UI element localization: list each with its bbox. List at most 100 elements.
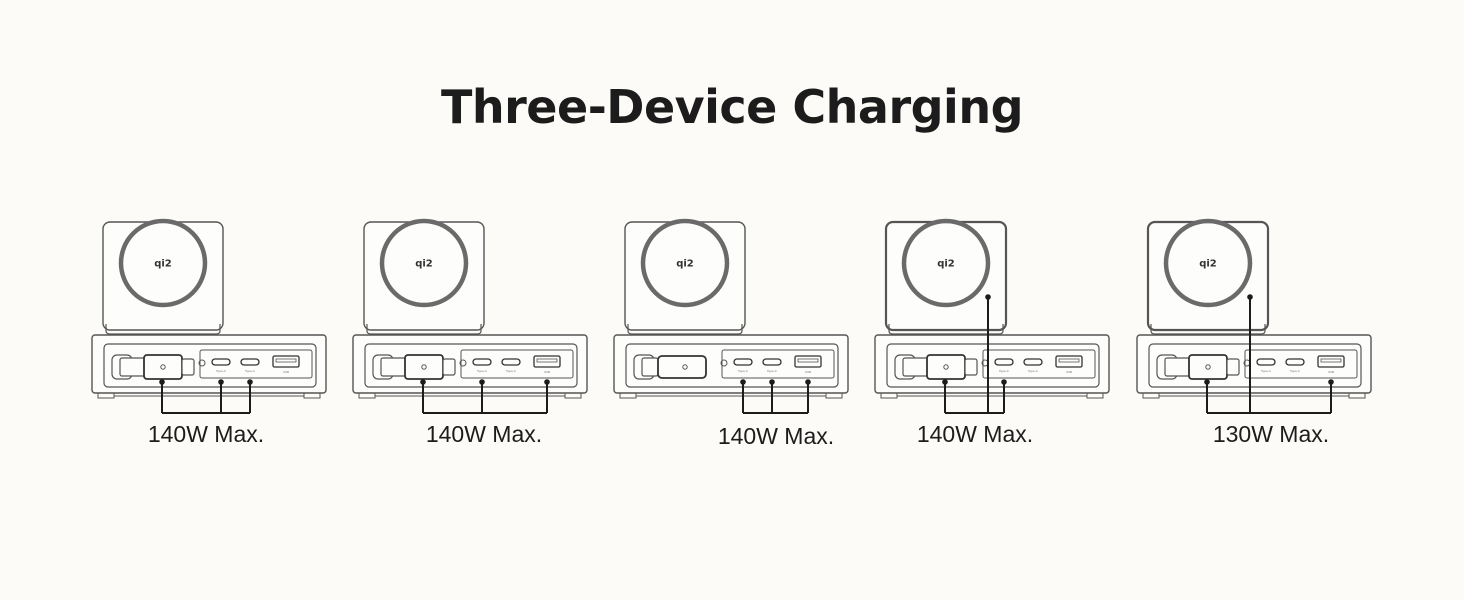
usb-c-port-2 xyxy=(1285,358,1305,366)
port-panel xyxy=(364,343,578,388)
usb-c-port-2 xyxy=(1023,358,1043,366)
connection-dot xyxy=(218,379,224,385)
connection-dot xyxy=(1204,379,1210,385)
qi2-logo: qi2 xyxy=(937,259,955,270)
status-led xyxy=(198,359,206,367)
power-label: 140W Max. xyxy=(718,423,834,449)
foot-left xyxy=(1142,392,1160,399)
qi2-logo: qi2 xyxy=(1199,259,1217,270)
port-label: Type-C xyxy=(244,369,255,373)
charging-ring xyxy=(118,218,208,308)
cable-tip xyxy=(1226,358,1240,376)
status-led xyxy=(459,359,467,367)
cable-plug xyxy=(404,354,444,380)
usb-a-port xyxy=(272,355,300,368)
power-label: 140W Max. xyxy=(426,421,542,447)
foot-right xyxy=(303,392,321,399)
qi2-logo: qi2 xyxy=(415,259,433,270)
power-label: 130W Max. xyxy=(1213,421,1329,447)
usb-a-tongue xyxy=(797,358,819,363)
usb-c-port-2 xyxy=(762,358,782,366)
port-panel xyxy=(886,343,1100,388)
cable-logo-icon xyxy=(421,364,427,370)
foot-left xyxy=(358,392,376,399)
qi2-logo: qi2 xyxy=(154,259,172,270)
port-label: USB xyxy=(1328,370,1334,374)
port-label: Type-C xyxy=(1027,369,1038,373)
cable-tip xyxy=(181,358,195,376)
pad-base xyxy=(105,324,221,335)
charging-ring xyxy=(901,218,991,308)
cable-plug xyxy=(926,354,966,380)
port-label: Type-C xyxy=(737,369,748,373)
foot-right xyxy=(1348,392,1366,399)
foot-left xyxy=(619,392,637,399)
usb-a-tongue xyxy=(1320,358,1342,363)
port-label: Type-C xyxy=(766,369,777,373)
charging-ring xyxy=(640,218,730,308)
pad-base xyxy=(627,324,743,335)
connection-dot xyxy=(740,379,746,385)
connection-dot xyxy=(247,379,253,385)
cable-plug xyxy=(1188,354,1228,380)
usb-a-tongue xyxy=(1058,358,1080,363)
cable-strain-relief xyxy=(119,357,147,377)
usb-c-port-1 xyxy=(472,358,492,366)
ports-frame xyxy=(460,349,574,379)
connection-dot xyxy=(985,294,991,300)
ports-frame xyxy=(721,349,835,379)
port-panel xyxy=(625,343,839,388)
power-label: 140W Max. xyxy=(148,421,264,447)
page-title: Three-Device Charging xyxy=(440,80,1024,134)
cable-logo-icon xyxy=(682,364,688,370)
port-label: Type-C xyxy=(998,369,1009,373)
connection-dot xyxy=(1001,379,1007,385)
cable-plug xyxy=(143,354,183,380)
port-label: Type-C xyxy=(476,369,487,373)
port-panel xyxy=(103,343,317,388)
qi2-logo: qi2 xyxy=(676,259,694,270)
connection-dot xyxy=(1247,294,1253,300)
usb-c-port-2 xyxy=(501,358,521,366)
foot-right xyxy=(825,392,843,399)
status-led xyxy=(720,359,728,367)
connection-dot xyxy=(159,379,165,385)
cable-logo-icon xyxy=(1205,364,1211,370)
cable-logo-icon xyxy=(160,364,166,370)
port-label: Type-C xyxy=(215,369,226,373)
foot-right xyxy=(1086,392,1104,399)
usb-c-port-1 xyxy=(1256,358,1276,366)
cable-strain-relief xyxy=(902,357,930,377)
foot-left xyxy=(880,392,898,399)
usb-c-port-1 xyxy=(733,358,753,366)
cable-tip xyxy=(442,358,456,376)
power-label: 140W Max. xyxy=(917,421,1033,447)
pad-base xyxy=(888,324,1004,335)
usb-a-port xyxy=(794,355,822,368)
port-label: USB xyxy=(805,370,811,374)
cable-strain-relief xyxy=(1164,357,1192,377)
cable-plug xyxy=(657,355,707,379)
cable-logo-icon xyxy=(943,364,949,370)
port-label: USB xyxy=(283,370,289,374)
cable-tip xyxy=(964,358,978,376)
foot-right xyxy=(564,392,582,399)
pad-base xyxy=(1150,324,1266,335)
connection-dot xyxy=(420,379,426,385)
usb-a-port xyxy=(533,355,561,368)
port-label: USB xyxy=(544,370,550,374)
usb-a-port xyxy=(1317,355,1345,368)
usb-a-tongue xyxy=(536,358,558,363)
port-label: USB xyxy=(1066,370,1072,374)
usb-a-tongue xyxy=(275,358,297,363)
port-label: Type-C xyxy=(1289,369,1300,373)
usb-c-port-1 xyxy=(994,358,1014,366)
port-label: Type-C xyxy=(505,369,516,373)
ports-frame xyxy=(1244,349,1358,379)
usb-a-port xyxy=(1055,355,1083,368)
